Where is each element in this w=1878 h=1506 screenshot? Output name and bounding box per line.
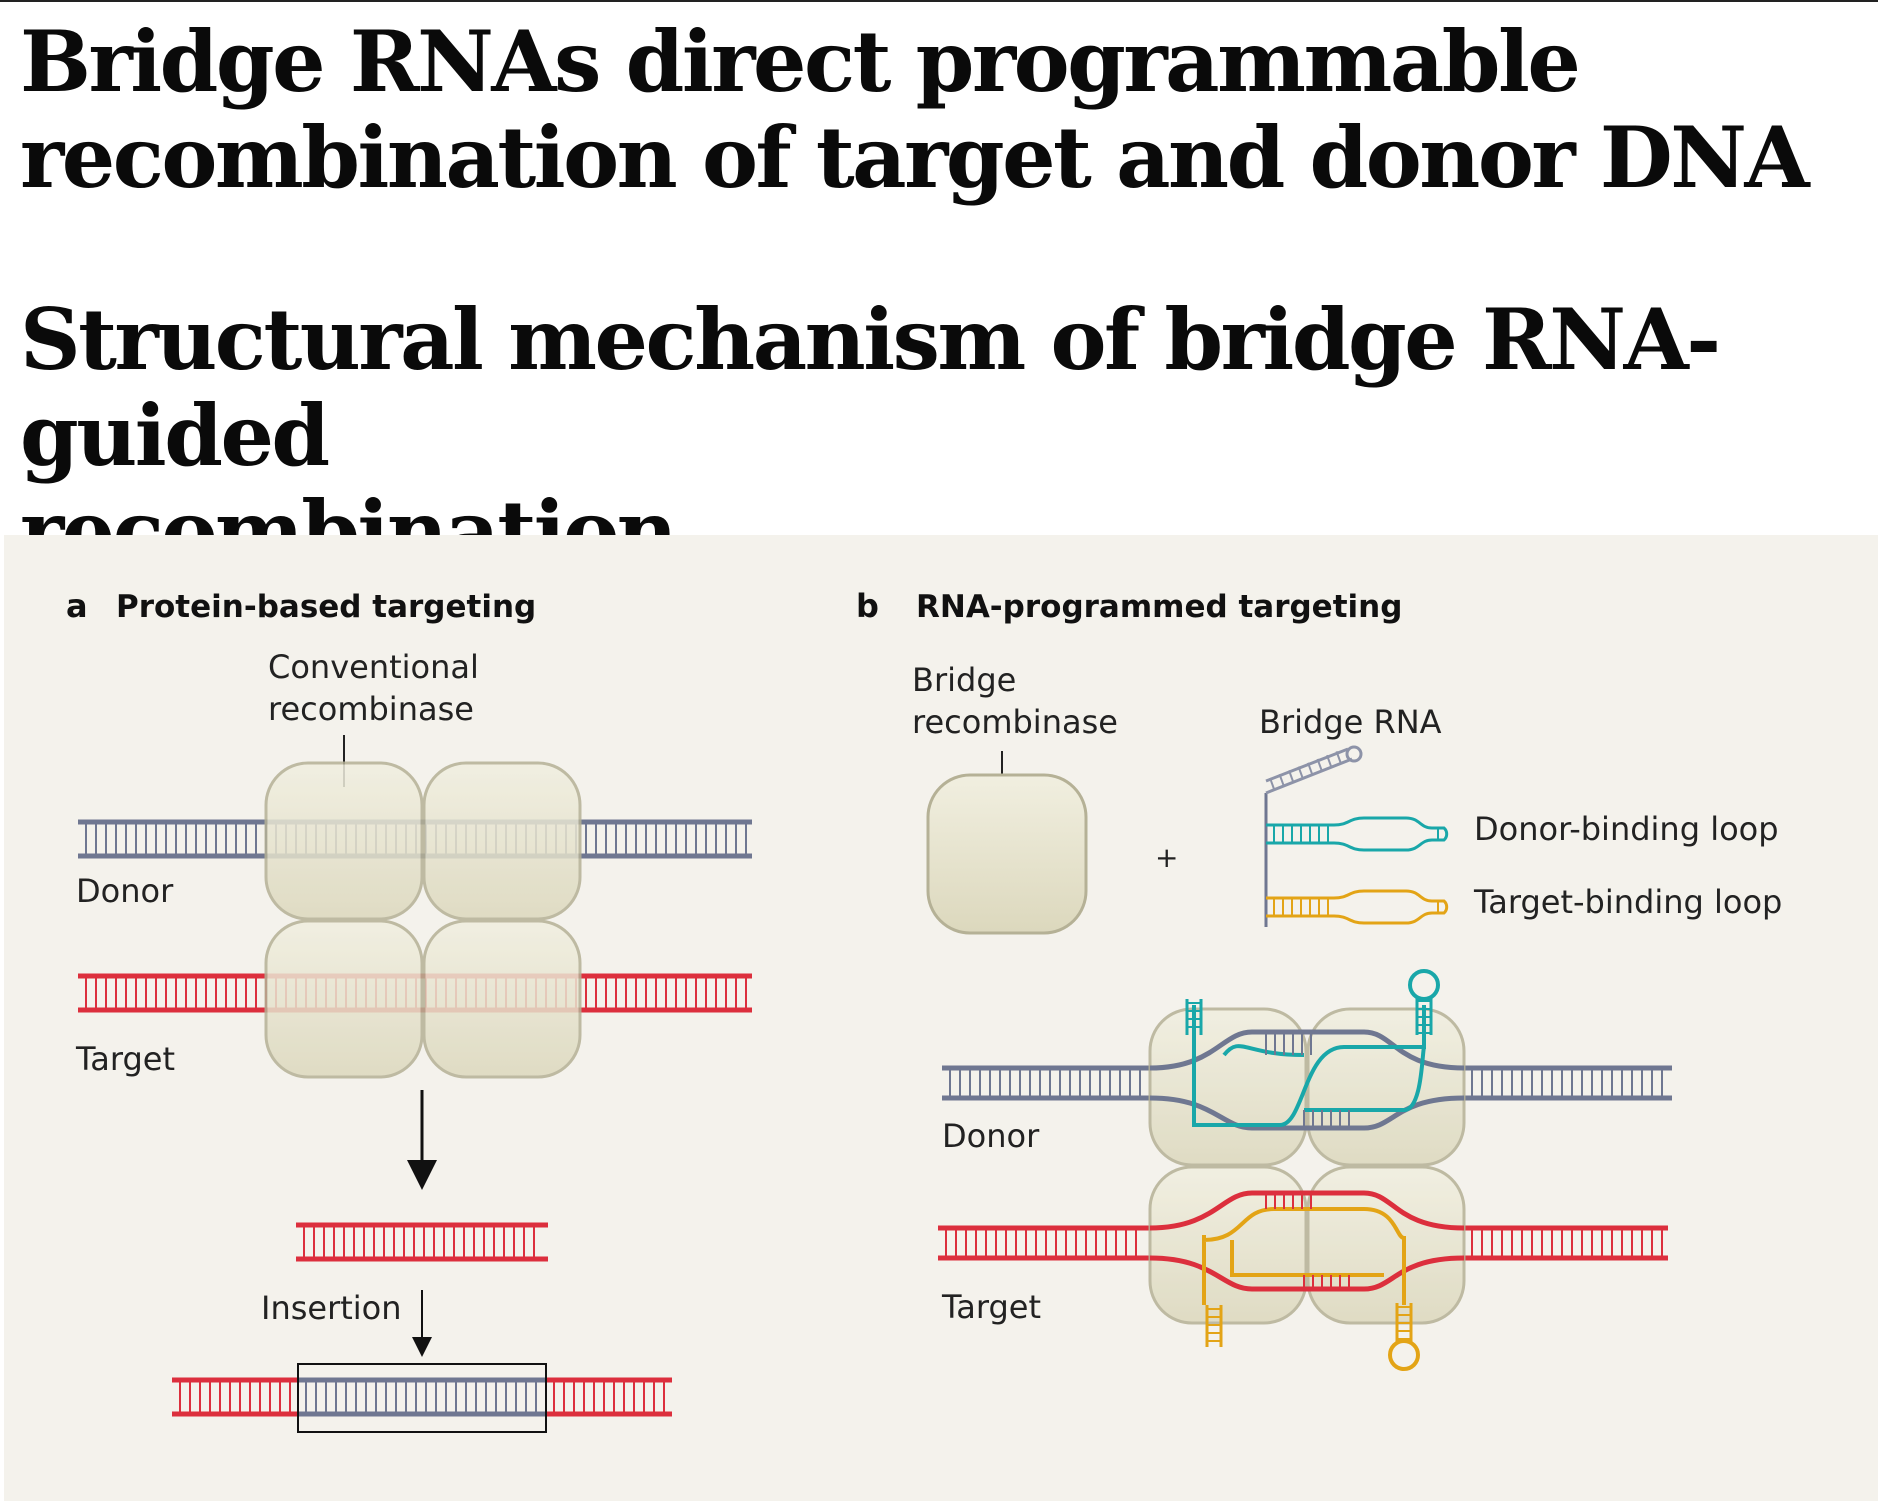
panel-b-donor-label: Donor: [942, 1117, 1040, 1155]
headline-bridge-rnas: Bridge RNAs direct programmable recombin…: [20, 12, 1810, 207]
loop-strand: [1266, 911, 1433, 925]
panel-a-target-label: Target: [75, 1040, 175, 1078]
headline-line: Structural mechanism of bridge RNA-guide…: [20, 290, 1721, 485]
stem-rung: [1278, 773, 1285, 786]
stem-rung: [1288, 770, 1294, 782]
recombinase-subunit: [422, 919, 582, 1079]
bridge-rna-stem-loop: [1345, 745, 1363, 763]
stem-rung: [1316, 758, 1323, 771]
panel-b: b RNA-programmed targeting Bridge recomb…: [856, 587, 1782, 1371]
insertion-label: Insertion: [261, 1289, 402, 1327]
plus-sign: +: [1155, 841, 1178, 874]
recombinase-subunit: [422, 761, 582, 921]
headline-structural-mechanism: Structural mechanism of bridge RNA-guide…: [20, 292, 1878, 580]
panel-b-letter: b: [856, 587, 879, 625]
insertion-target-left: [172, 1377, 298, 1417]
bridge-recombinase-subunit: [1306, 1165, 1466, 1325]
recombinase-subunit: [264, 761, 424, 921]
donor-binding-loop-strand: [1222, 1044, 1305, 1057]
target-binding-loop-schematic: [1266, 889, 1449, 925]
loop-cap: [1432, 899, 1449, 915]
conventional-recombinase-tetramer: [264, 761, 582, 1079]
conventional-recombinase-label-line1: Conventional: [268, 648, 479, 686]
bridge-rna-label: Bridge RNA: [1259, 703, 1442, 741]
recombinase-subunit: [264, 919, 424, 1079]
stem-rung: [1269, 777, 1275, 790]
target-strand-upper: [1149, 1190, 1465, 1231]
excised-target-dna: [296, 1222, 548, 1262]
panel-a-title: Protein-based targeting: [116, 589, 536, 625]
bridge-recombinase-subunit: [1148, 1165, 1308, 1325]
stem-rung: [1297, 766, 1304, 778]
target-loop-hairpin-cap: [1388, 1339, 1420, 1371]
target-binding-loop-label: Target-binding loop: [1473, 883, 1782, 921]
panel-a: a Protein-based targeting Conventional r…: [66, 587, 752, 1433]
target-dna-left: [938, 1225, 1150, 1261]
target-dna-right: [1464, 1225, 1668, 1261]
panel-b-title: RNA-programmed targeting: [916, 589, 1402, 625]
loop-strand: [1266, 816, 1433, 830]
conventional-recombinase-label-line2: recombinase: [268, 690, 474, 728]
insertion-donor-segment: [298, 1377, 546, 1417]
loop-cap: [1432, 826, 1449, 842]
bridge-rna-schematic: [1264, 745, 1449, 927]
donor-loop-hairpins: [1185, 997, 1433, 1035]
bridge-recombinase-label-line1: Bridge: [912, 661, 1016, 699]
loop-strand: [1266, 838, 1433, 852]
headline-line: recombination of target and donor DNA: [20, 108, 1810, 207]
bridge-rna-stem-rungs: [1269, 751, 1342, 790]
top-rule: [0, 0, 1878, 2]
donor-binding-loop-schematic: [1266, 816, 1449, 852]
target-binding-loop-strand: [1230, 1240, 1384, 1277]
target-loop-hairpins: [1205, 1303, 1413, 1347]
donor-dna-left: [942, 1065, 1150, 1101]
bridge-recombinase-label-line2: recombinase: [912, 703, 1118, 741]
donor-binding-loop-strand: [1304, 1046, 1426, 1112]
bridge-rna-stem-strand: [1265, 757, 1353, 795]
panel-a-donor-label: Donor: [76, 872, 174, 910]
donor-binding-loop-strand: [1192, 1005, 1426, 1127]
inserted-segment-box: [297, 1363, 547, 1433]
headline-line: Bridge RNAs direct programmable: [20, 12, 1581, 111]
donor-loop-hairpin-cap: [1408, 969, 1440, 1001]
bridge-recombinase-protein: [926, 773, 1088, 935]
stem-rung: [1307, 762, 1313, 775]
stem-rung: [1335, 751, 1342, 763]
donor-binding-loop-label: Donor-binding loop: [1474, 810, 1779, 848]
donor-dna-right: [1464, 1065, 1672, 1101]
panel-a-letter: a: [66, 587, 88, 625]
figure-diagram: a Protein-based targeting Conventional r…: [66, 587, 1782, 1433]
stem-rung: [1326, 754, 1332, 767]
panel-b-target-label: Target: [941, 1288, 1041, 1326]
donor-strand-upper: [1149, 1029, 1465, 1071]
loop-strand: [1266, 889, 1433, 903]
donor-strand-lower: [1149, 1095, 1465, 1131]
figure-panel: a Protein-based targeting Conventional r…: [4, 535, 1878, 1501]
bridge-recombination-complex: Donor Target: [938, 969, 1672, 1371]
insertion-target-right: [546, 1377, 672, 1417]
target-strand-lower: [1149, 1255, 1465, 1292]
